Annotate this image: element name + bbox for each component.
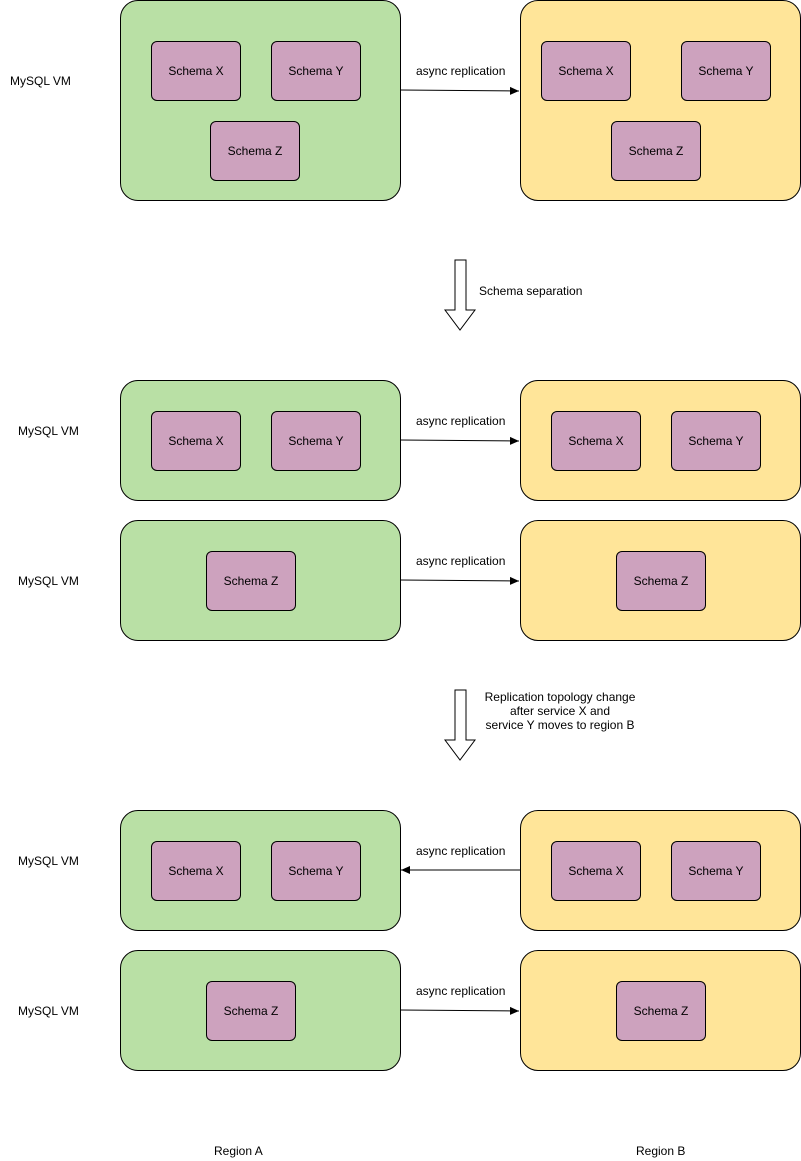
step-label-topology-change: Replication topology change after servic…: [470, 690, 650, 732]
vm-label-1: MySQL VM: [10, 74, 71, 88]
vm-label-3: MySQL VM: [18, 574, 79, 588]
schema-y: Schema Y: [271, 411, 361, 471]
region-a-vm-2: Schema X Schema Y: [120, 380, 401, 501]
region-a-label: Region A: [214, 1144, 263, 1158]
schema-x: Schema X: [541, 41, 631, 101]
replication-arrow-2: [399, 436, 520, 445]
replication-arrow-1: [399, 86, 520, 95]
replication-arrow-5: [399, 1006, 520, 1015]
replication-label-1: async replication: [416, 64, 506, 78]
schema-y: Schema Y: [671, 841, 761, 901]
region-b-vm-1: Schema X Schema Y Schema Z: [520, 0, 801, 201]
region-a-vm-3: Schema Z: [120, 520, 401, 641]
step-label-schema-separation: Schema separation: [479, 284, 583, 298]
region-a-vm-4: Schema X Schema Y: [120, 810, 401, 931]
region-a-vm-1: Schema X Schema Y Schema Z: [120, 0, 401, 201]
schema-x: Schema X: [151, 411, 241, 471]
replication-label-3: async replication: [416, 554, 506, 568]
schema-y: Schema Y: [271, 841, 361, 901]
replication-arrow-3: [399, 576, 520, 585]
region-b-vm-3: Schema Z: [520, 520, 801, 641]
region-a-vm-5: Schema Z: [120, 950, 401, 1071]
schema-y: Schema Y: [681, 41, 771, 101]
replication-label-5: async replication: [416, 984, 506, 998]
schema-z: Schema Z: [616, 551, 706, 611]
schema-z: Schema Z: [616, 981, 706, 1041]
schema-x: Schema X: [151, 841, 241, 901]
schema-x: Schema X: [151, 41, 241, 101]
schema-y: Schema Y: [671, 411, 761, 471]
replication-label-4: async replication: [416, 844, 506, 858]
step-arrow-1: [444, 259, 476, 331]
replication-label-2: async replication: [416, 414, 506, 428]
schema-z: Schema Z: [210, 121, 300, 181]
schema-z: Schema Z: [206, 551, 296, 611]
region-b-vm-2: Schema X Schema Y: [520, 380, 801, 501]
step-label-line-2: after service X and: [509, 704, 611, 718]
schema-x: Schema X: [551, 841, 641, 901]
region-b-label: Region B: [636, 1144, 686, 1158]
step-label-line-1: Replication topology change: [484, 690, 636, 704]
vm-label-2: MySQL VM: [18, 424, 79, 438]
vm-label-5: MySQL VM: [18, 1004, 79, 1018]
vm-label-4: MySQL VM: [18, 854, 79, 868]
schema-z: Schema Z: [206, 981, 296, 1041]
schema-x: Schema X: [551, 411, 641, 471]
region-b-vm-5: Schema Z: [520, 950, 801, 1071]
step-label-line-3: service Y moves to region B: [485, 718, 635, 732]
schema-y: Schema Y: [271, 41, 361, 101]
schema-z: Schema Z: [611, 121, 701, 181]
step-arrow-2: [444, 689, 476, 761]
region-b-vm-4: Schema X Schema Y: [520, 810, 801, 931]
